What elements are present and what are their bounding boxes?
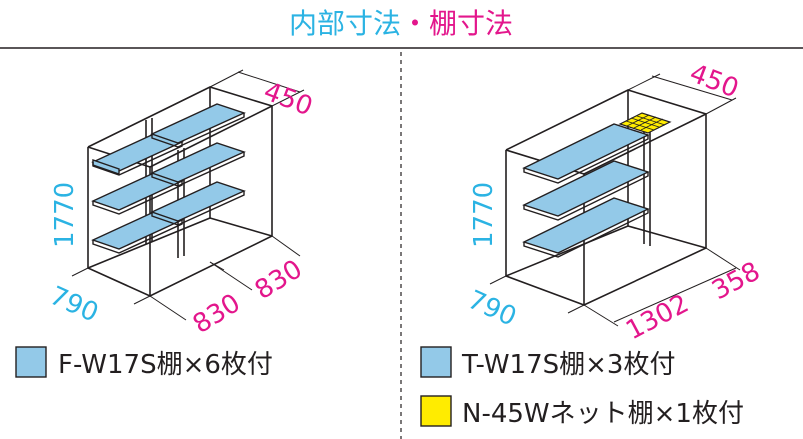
right-dimension-lines [489, 73, 741, 327]
title-separator: ・ [401, 7, 429, 40]
left-legend-shelf-swatch [15, 346, 47, 378]
right-shelf-edges [523, 135, 649, 258]
right-legend-shelf-swatch [420, 346, 452, 378]
right-box-frame [505, 89, 707, 306]
right-shelves [522, 123, 650, 254]
net-shelf [618, 112, 672, 134]
left-shelf-edges [92, 113, 245, 254]
right-shelf-width-2: 358 [707, 256, 765, 306]
right-depth-dimension: 450 [685, 59, 742, 105]
page-title: 内部寸法・棚寸法 [289, 7, 513, 40]
title-shelf-dimensions: 棚寸法 [429, 7, 513, 40]
left-panel: 450 1770 790 830 830 F-W17S棚×6枚付 [15, 69, 317, 380]
left-shelf-width-2: 830 [250, 254, 308, 306]
right-height-dimension: 1770 [469, 182, 499, 248]
right-panel: 450 1770 790 1302 358 T-W17S棚×3枚付 N-45Wネ… [420, 59, 765, 429]
right-shelf-width-1: 1302 [621, 289, 694, 347]
left-height-dimension: 1770 [50, 182, 80, 248]
right-legend-text-net: N-45Wネット棚×1枚付 [462, 399, 744, 429]
title-internal-dimensions: 内部寸法 [289, 7, 401, 40]
right-legend-net-swatch [420, 395, 452, 427]
left-depth-dimension: 450 [259, 77, 316, 123]
left-dimension-lines [71, 69, 305, 321]
left-shelves [91, 103, 246, 250]
left-shelf-width-1: 830 [188, 288, 246, 340]
left-legend-text: F-W17S棚×6枚付 [58, 350, 273, 380]
shelf-back-left-1-edge [92, 159, 120, 175]
right-legend-text-shelf: T-W17S棚×3枚付 [461, 350, 675, 380]
right-front-width-dimension: 790 [463, 285, 521, 333]
left-front-width-dimension: 790 [45, 281, 103, 329]
